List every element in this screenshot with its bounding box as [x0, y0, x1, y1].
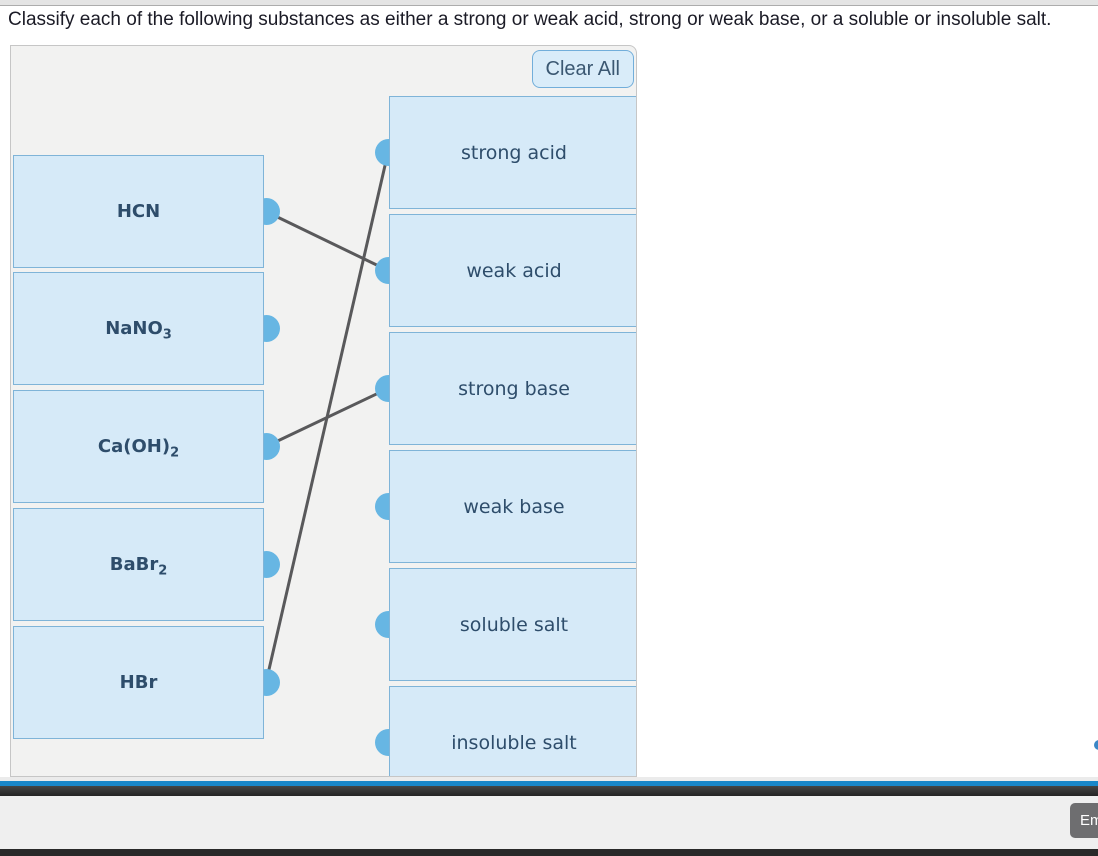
- clear-all-button[interactable]: Clear All: [531, 50, 634, 88]
- category-box-weak-acid[interactable]: weak acid: [389, 214, 636, 327]
- box-label: HCN: [116, 201, 161, 222]
- bottom-dark-bar: [0, 849, 1098, 856]
- panel-bottom-gap: [0, 777, 1098, 781]
- connection-lines-layer: [264, 151, 390, 684]
- question-prompt: Classify each of the following substance…: [8, 9, 1052, 30]
- footer-area: [0, 796, 1098, 849]
- box-label: BaBr2: [109, 554, 168, 579]
- box-label: strong acid: [461, 141, 567, 164]
- box-label: HBr: [119, 672, 158, 693]
- box-label: insoluble salt: [451, 731, 577, 754]
- category-box-strong-base[interactable]: strong base: [389, 332, 636, 445]
- top-border-strip: [0, 0, 1098, 6]
- box-label: Ca(OH)2: [97, 436, 180, 461]
- substance-box-hbr[interactable]: HBr: [13, 626, 264, 739]
- category-box-weak-base[interactable]: weak base: [389, 450, 636, 563]
- substance-box-nano3[interactable]: NaNO3: [13, 272, 264, 385]
- substance-box-hcn[interactable]: HCN: [13, 155, 264, 268]
- box-label: weak base: [463, 495, 565, 518]
- connection-line-hcn-weak-acid[interactable]: [264, 210, 390, 272]
- box-label: NaNO3: [105, 318, 172, 343]
- category-box-insoluble-salt[interactable]: insoluble salt: [389, 686, 636, 776]
- substance-box-babr2[interactable]: BaBr2: [13, 508, 264, 621]
- edge-clipped-dot: [1094, 740, 1098, 750]
- box-label: weak acid: [466, 259, 562, 282]
- substance-box-ca-oh-2[interactable]: Ca(OH)2: [13, 390, 264, 503]
- category-box-soluble-salt[interactable]: soluble salt: [389, 568, 636, 681]
- blue-accent-bar: [0, 781, 1098, 786]
- category-box-strong-acid[interactable]: strong acid: [389, 96, 636, 209]
- box-label: soluble salt: [459, 613, 569, 636]
- connection-line-hbr-strong-acid[interactable]: [264, 151, 390, 684]
- email-instructor-button[interactable]: Em: [1070, 803, 1098, 838]
- dark-footer-bar: [0, 786, 1098, 796]
- box-label: strong base: [458, 377, 570, 400]
